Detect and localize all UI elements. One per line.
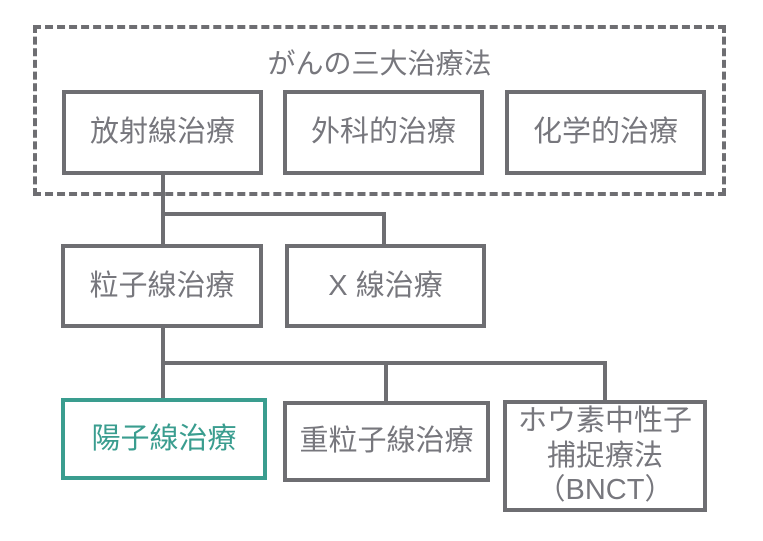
node-bnct-therapy: ホウ素中性子 捕捉療法 （BNCT） [503,400,707,512]
connector-radiation-down [161,175,165,244]
node-radiation-therapy: 放射線治療 [62,90,263,175]
node-particle-beam-therapy: 粒子線治療 [61,244,263,328]
three-major-treatments-group [33,25,726,196]
connector-xray-drop [382,212,386,244]
group-title: がんの三大治療法 [267,48,492,79]
connector-heavy-ion-drop [384,361,388,401]
connector-bnct-drop [603,361,607,400]
node-heavy-ion-therapy: 重粒子線治療 [283,401,490,482]
node-surgical-treatment: 外科的治療 [283,90,484,175]
node-proton-beam-therapy: 陽子線治療 [61,398,267,480]
node-xray-therapy: X 線治療 [285,244,486,328]
node-chemical-treatment: 化学的治療 [505,90,706,175]
connector-level2-branch [161,212,386,216]
